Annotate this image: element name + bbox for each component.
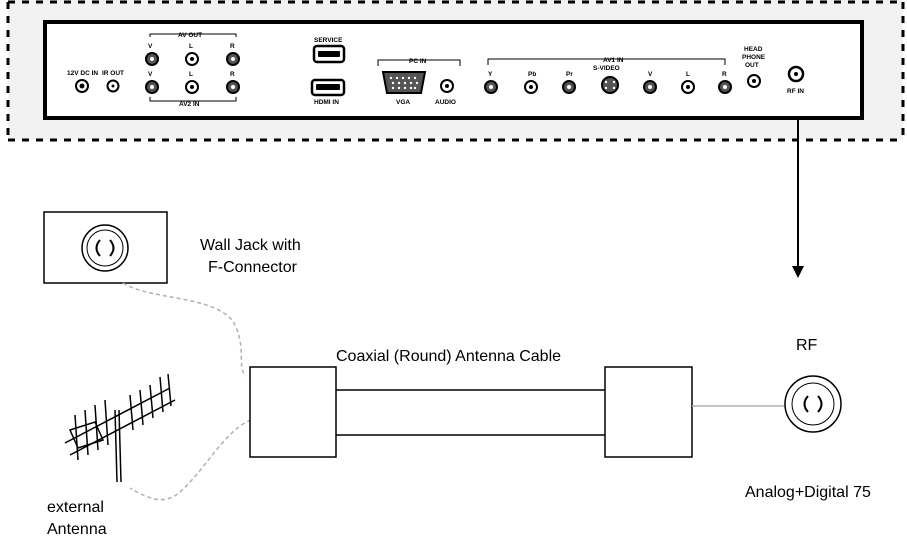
svg-text:R: R: [230, 43, 235, 50]
svg-text:Pb: Pb: [528, 71, 536, 78]
cable-right-connector: [604, 366, 693, 458]
svg-text:Antenna: Antenna: [47, 521, 107, 538]
av2-in-label: AV2 IN: [179, 101, 200, 108]
hdmi-in-label: HDMI IN: [314, 99, 339, 106]
svg-text:L: L: [686, 71, 690, 78]
antenna-dotted-cable: [129, 419, 252, 501]
svg-text:Pr: Pr: [566, 71, 573, 78]
svg-text:V: V: [148, 71, 153, 78]
ir-out-label: IR OUT: [102, 70, 124, 77]
external-antenna-icon: [64, 373, 176, 483]
antenna-label: external: [47, 499, 104, 516]
headphone-label: HEAD: [744, 46, 763, 53]
s-video-port: [601, 76, 619, 94]
svg-text:L: L: [189, 43, 193, 50]
wall-jack-label: Wall Jack with: [200, 237, 301, 254]
dc-in-label: 12V DC IN: [67, 70, 98, 77]
svg-text:F-Connector: F-Connector: [208, 259, 298, 276]
service-label: SERVICE: [314, 37, 343, 44]
analog-digital-label: Analog+Digital 75: [745, 484, 871, 501]
svg-text:V: V: [148, 43, 153, 50]
pc-in-label: PC IN: [409, 58, 427, 65]
svg-text:PHONE: PHONE: [742, 54, 766, 61]
audio-label: AUDIO: [435, 99, 456, 106]
wall-jack-dotted-cable: [122, 282, 247, 377]
svg-text:V: V: [648, 71, 653, 78]
vga-label: VGA: [396, 99, 410, 106]
arrow-head-icon: [792, 266, 804, 278]
cable-label: Coaxial (Round) Antenna Cable: [336, 348, 561, 365]
rf-in-label: RF IN: [787, 88, 804, 95]
connector-panel: [43, 20, 864, 120]
av1-in-label: AV1 IN: [603, 57, 624, 64]
svg-text:R: R: [230, 71, 235, 78]
svg-text:OUT: OUT: [745, 62, 759, 69]
s-video-label: S-VIDEO: [593, 65, 620, 72]
rf-label: RF: [796, 337, 818, 354]
svg-text:Y: Y: [488, 71, 493, 78]
svg-text:R: R: [722, 71, 727, 78]
svg-text:L: L: [189, 71, 193, 78]
av-out-label: AV OUT: [178, 32, 202, 39]
cable-left-connector: [249, 366, 337, 458]
